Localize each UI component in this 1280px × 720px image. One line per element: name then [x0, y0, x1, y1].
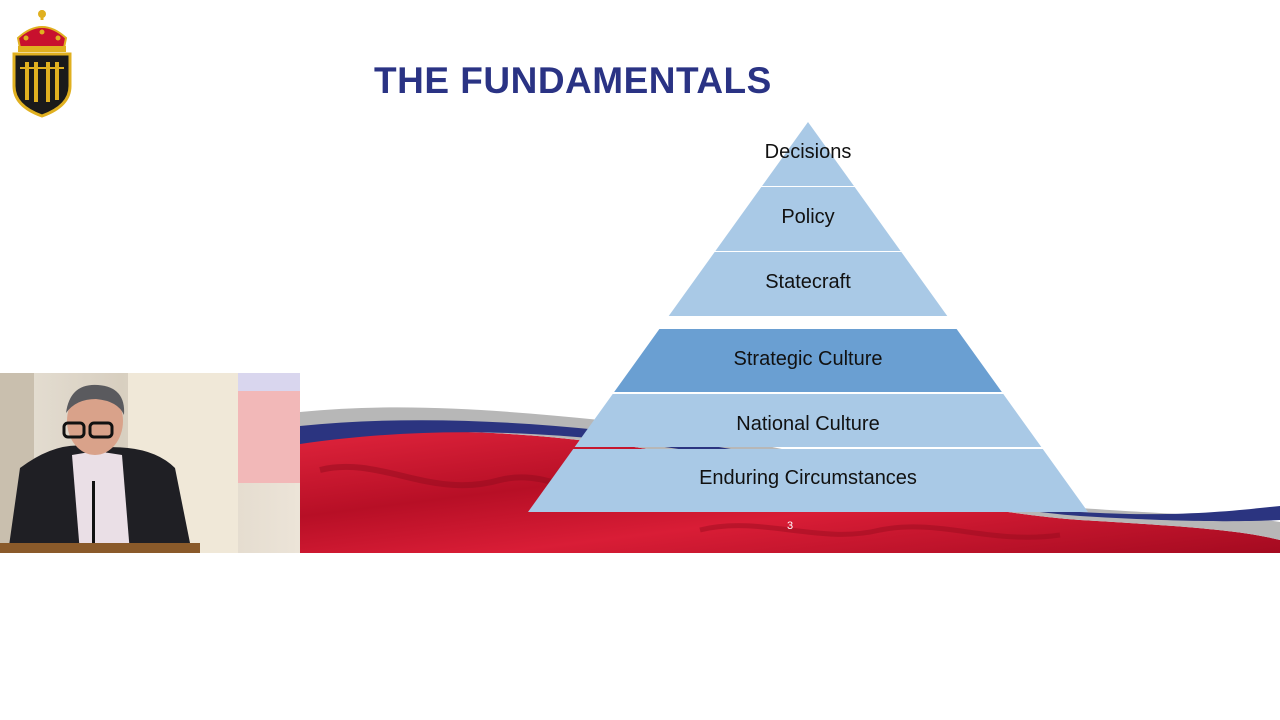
pyramid-label-policy: Policy [781, 206, 835, 228]
pyramid-label-decisions: Decisions [764, 141, 852, 163]
pyramid-label-statecraft: Statecraft [765, 271, 851, 293]
slide-page-number: 3 [786, 520, 794, 532]
pyramid-label-strategic-culture: Strategic Culture [733, 348, 883, 370]
presenter-video [0, 373, 300, 553]
banner-fold [699, 523, 1061, 540]
banner-red-band [300, 431, 1280, 553]
pyramid-label-national-culture: National Culture [736, 413, 880, 435]
slide-title: THE FUNDAMENTALS [374, 60, 772, 101]
banner-navy-stripe [300, 420, 1280, 522]
pyramid-label-enduring-circumstances: Enduring Circumstances [699, 467, 917, 489]
norwegian-crest-icon [12, 10, 72, 118]
